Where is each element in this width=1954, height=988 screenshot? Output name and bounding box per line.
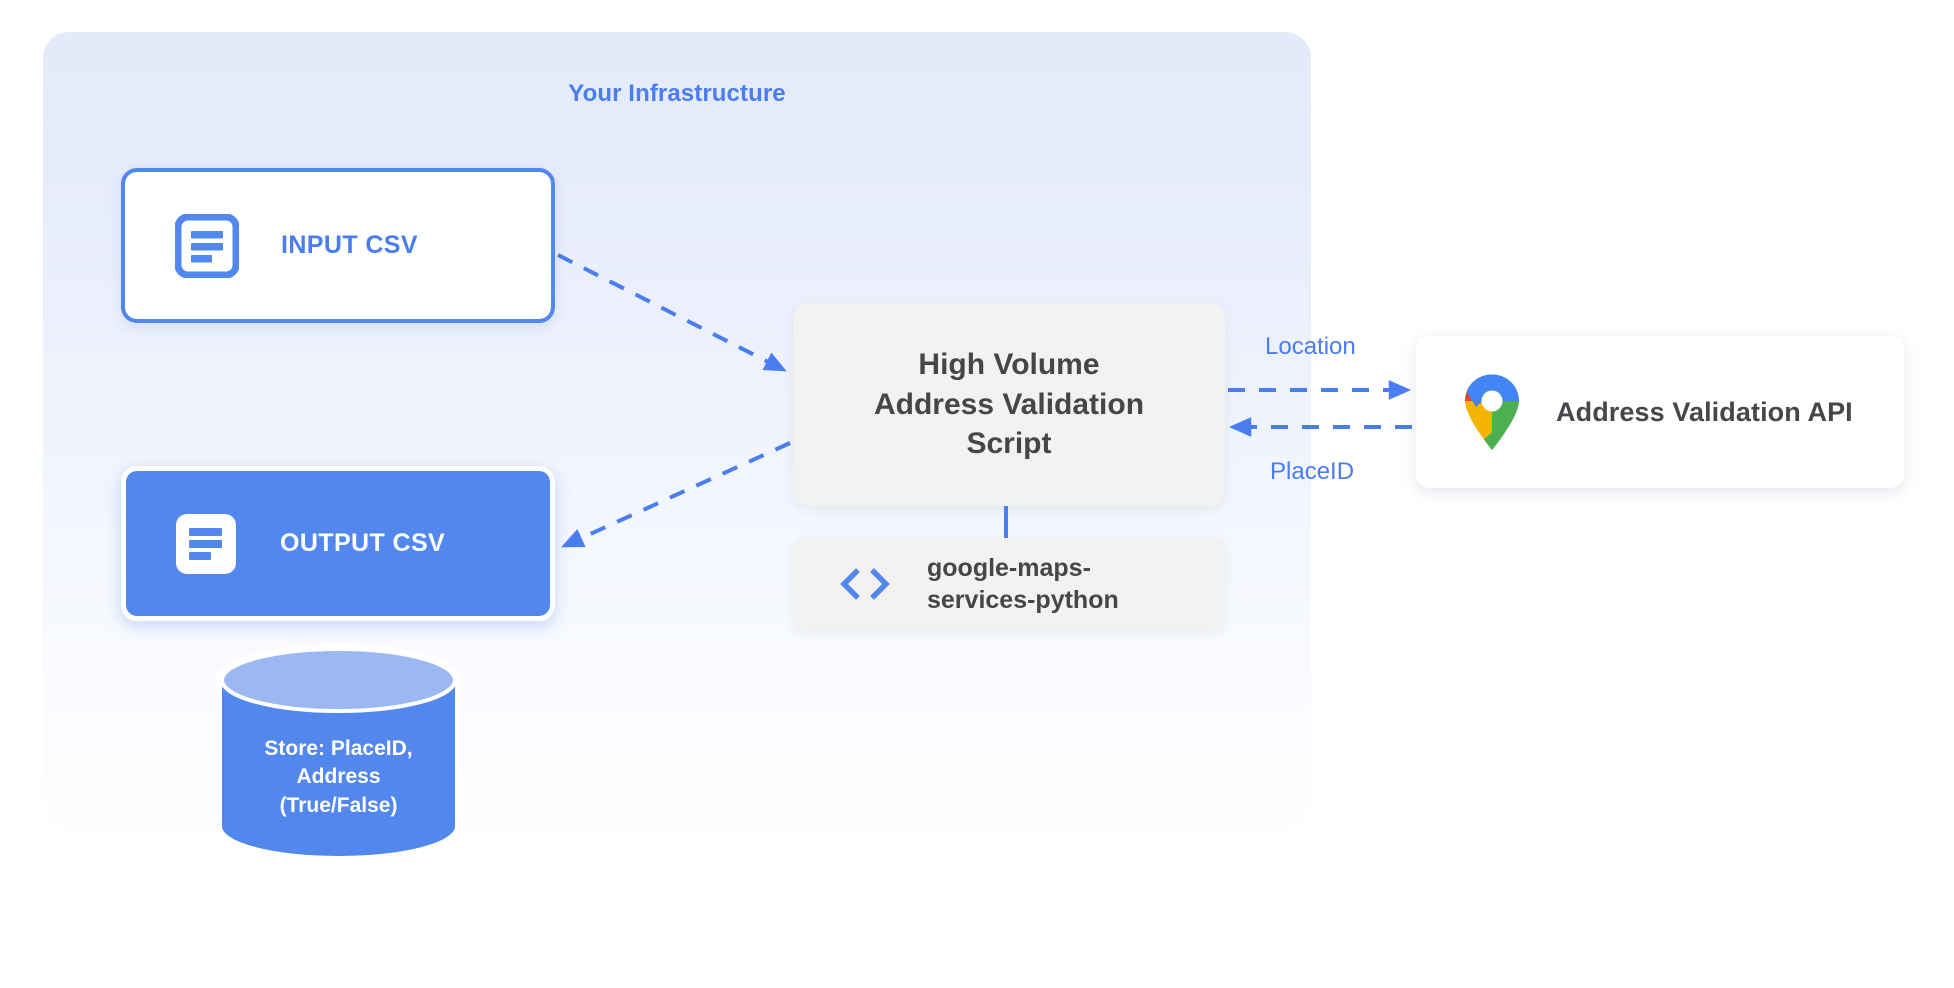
node-validation-script[interactable]: High Volume Address Validation Script (793, 303, 1225, 506)
edge-label-location: Location (1265, 333, 1356, 360)
node-address-validation-api[interactable]: Address Validation API (1416, 336, 1904, 488)
script-label: High Volume Address Validation Script (873, 348, 1145, 461)
code-brackets-icon (840, 568, 890, 600)
node-client-library[interactable]: google-maps- services-python (793, 538, 1225, 630)
node-output-csv[interactable]: OUTPUT CSV (121, 466, 555, 621)
database-cylinder-icon (216, 644, 461, 861)
output-csv-label: OUTPUT CSV (280, 529, 446, 557)
edge-label-placeid: PlaceID (1270, 458, 1355, 485)
input-csv-label: INPUT CSV (281, 231, 418, 259)
edge-script-to-library (1004, 506, 1008, 538)
infrastructure-title: Your Infrastructure (568, 80, 786, 107)
google-maps-pin-icon (1465, 374, 1519, 450)
library-label: google-maps- services-python (927, 553, 1119, 615)
node-input-csv[interactable]: INPUT CSV (121, 168, 555, 323)
document-icon (176, 513, 236, 574)
node-database[interactable]: Store: PlaceID, Address (True/False) (212, 640, 465, 865)
api-label: Address Validation API (1556, 396, 1853, 427)
document-icon (175, 213, 239, 278)
